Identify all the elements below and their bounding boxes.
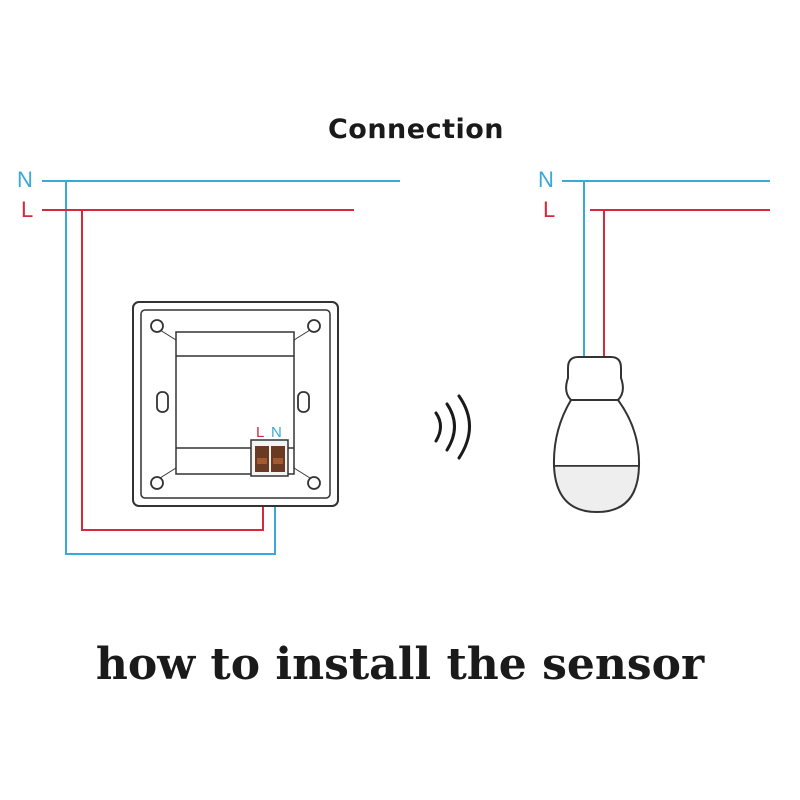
wireless-signal-icon (434, 394, 471, 460)
sensor-switch-icon (132, 301, 339, 507)
diagram-caption: how to install the sensor (96, 639, 705, 690)
right-live-label: L (543, 197, 555, 222)
right-neutral-label: N (538, 167, 554, 192)
terminal-neutral-label: N (271, 424, 282, 441)
left-neutral-label: N (17, 167, 33, 192)
terminal-live-label: L (256, 424, 264, 441)
light-bulb-icon (552, 356, 641, 514)
left-neutral-drop-wire (65, 181, 276, 555)
diagram-title: Connection (328, 114, 504, 145)
left-live-label: L (21, 197, 33, 222)
